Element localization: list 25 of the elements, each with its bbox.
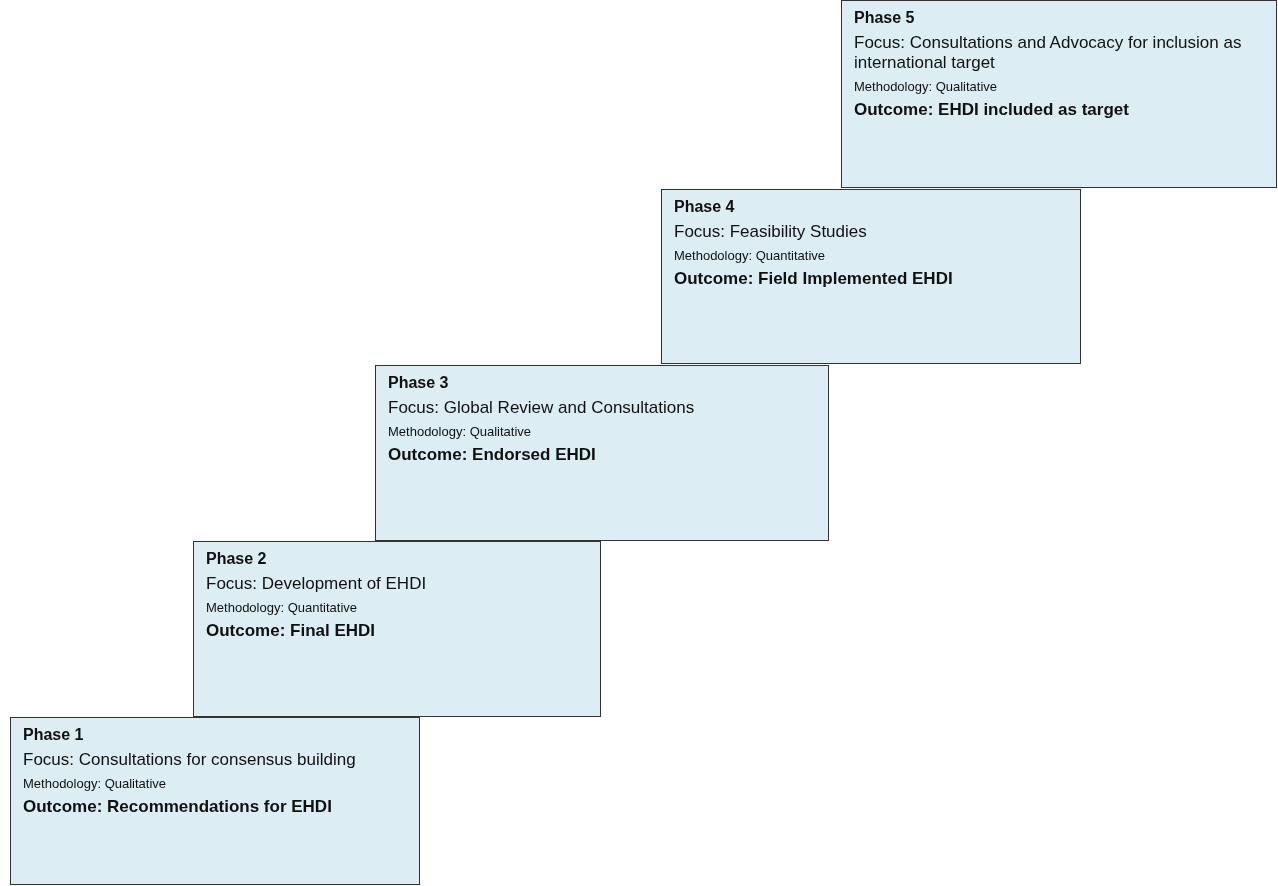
focus-text: Focus: Feasibility Studies [674,222,868,242]
outcome-text: Outcome: Final EHDI [206,621,377,641]
phase-title: Phase 4 [674,198,736,216]
focus-text: Focus: Consultations and Advocacy for inclusion as international target [854,33,1243,73]
methodology-text: Methodology: Qualitative [854,79,999,94]
phase-title: Phase 2 [206,550,268,568]
methodology-text: Methodology: Quantitative [674,248,827,263]
methodology-text: Methodology: Quantitative [206,600,359,615]
focus-text: Focus: Development of EHDI [206,574,428,594]
outcome-text: Outcome: Recommendations for EHDI [23,797,333,817]
methodology-text: Methodology: Qualitative [23,776,168,791]
phase-title: Phase 3 [388,374,450,392]
outcome-text: Outcome: Field Implemented EHDI [674,269,954,289]
methodology-text: Methodology: Qualitative [388,424,533,439]
phase-title: Phase 1 [23,726,85,744]
focus-text: Focus: Consultations for consensus building [23,750,357,770]
phase-title: Phase 5 [854,9,916,27]
outcome-text: Outcome: EHDI included as target [854,100,1130,120]
phase-box [841,0,1277,188]
outcome-text: Outcome: Endorsed EHDI [388,445,597,465]
phase-box [661,189,1081,364]
focus-text: Focus: Global Review and Consultations [388,398,696,418]
phase-box [375,365,829,541]
phase-box [10,717,420,885]
phase-box [193,541,601,717]
